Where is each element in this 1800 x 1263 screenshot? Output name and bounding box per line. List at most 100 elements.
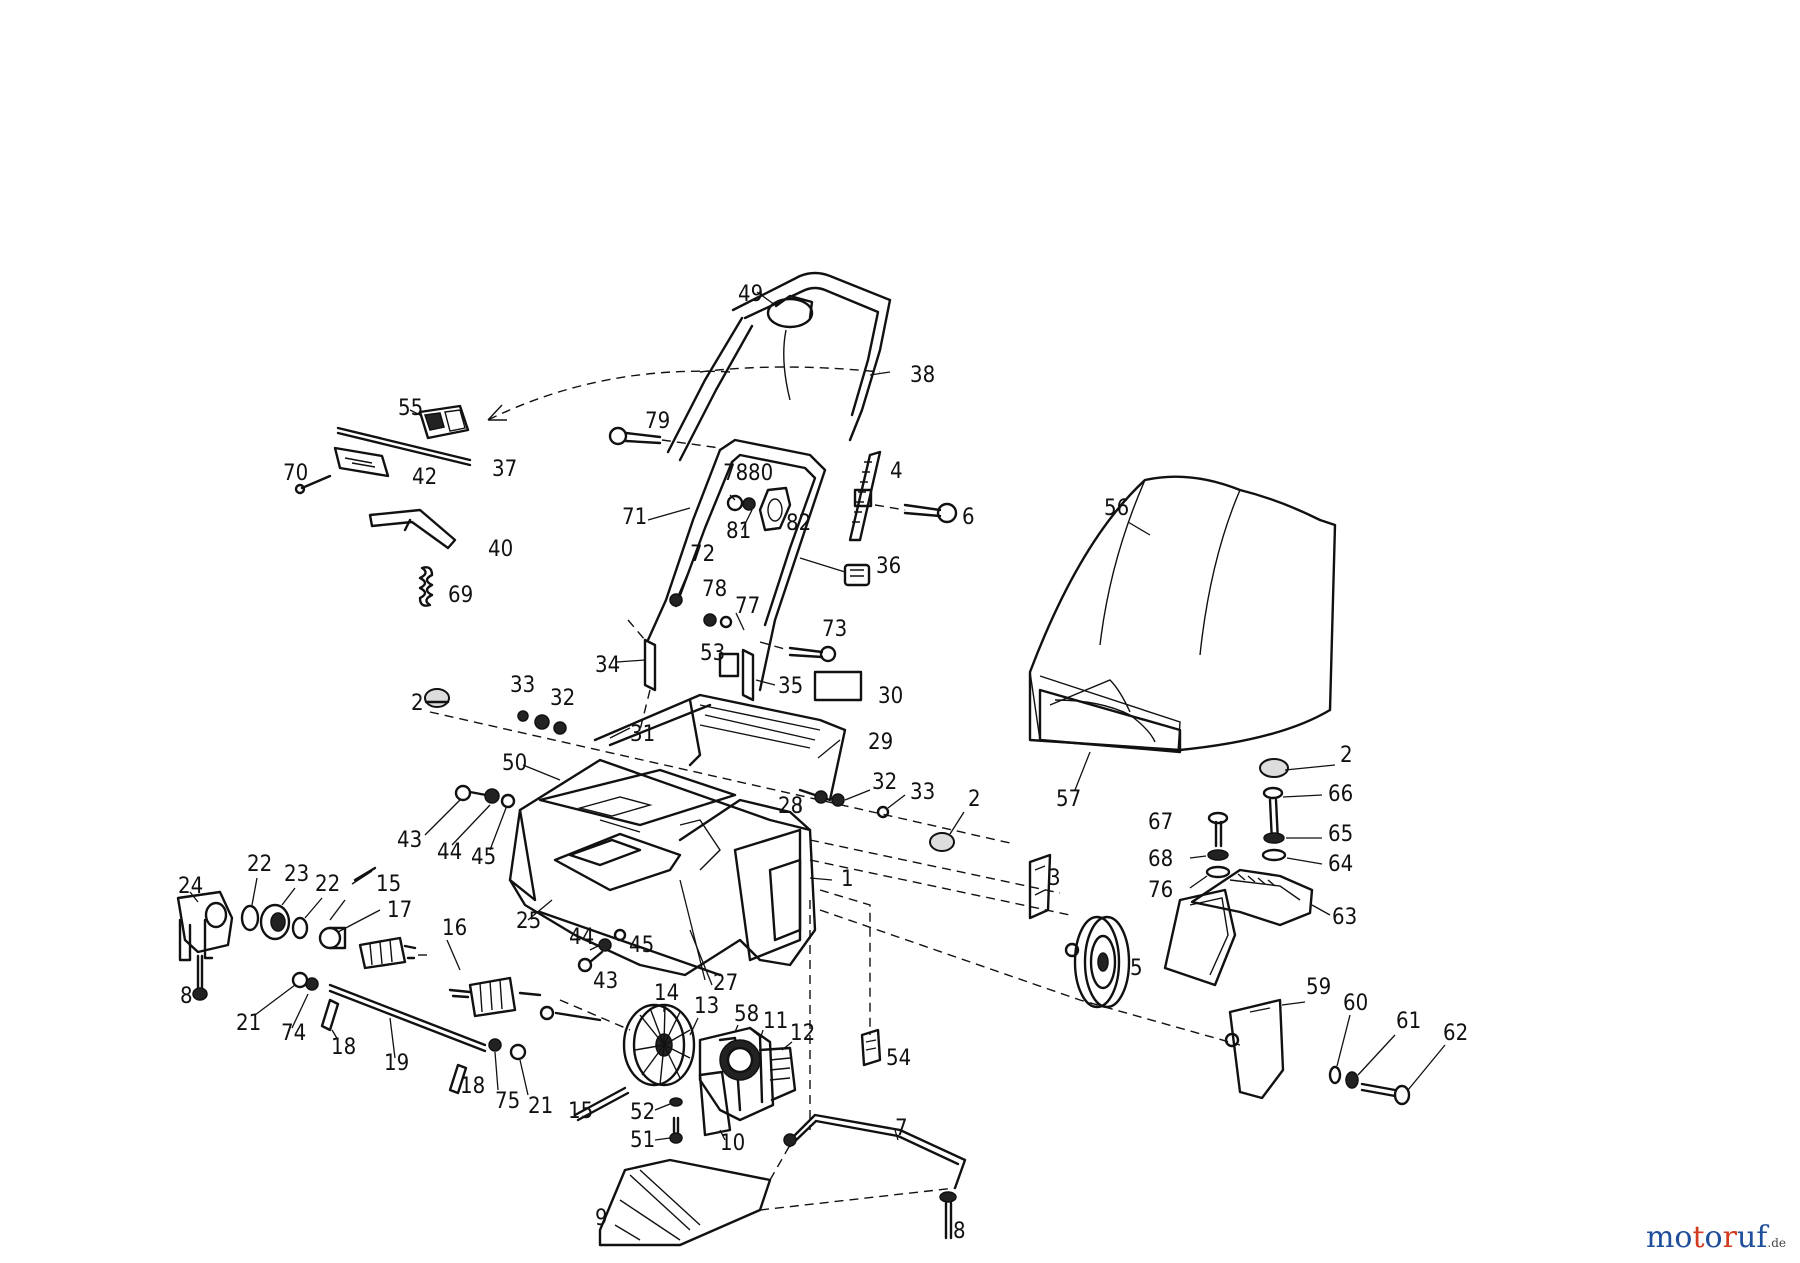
cover-59	[1224, 998, 1285, 1100]
part-label-81: 81	[726, 519, 751, 544]
cap-2-middle	[929, 832, 955, 852]
part-label-35: 35	[778, 674, 803, 699]
nut-65	[1263, 832, 1285, 844]
bolt-43	[454, 784, 488, 802]
assembly-arrow	[487, 370, 731, 421]
part-label-82: 82	[786, 511, 811, 536]
part-label-30: 30	[878, 684, 903, 709]
part-label-60: 60	[1343, 991, 1368, 1016]
ring-22-right	[291, 916, 309, 940]
part-label-49: 49	[738, 282, 763, 307]
washer-81	[742, 497, 756, 511]
part-label-42: 42	[412, 465, 437, 490]
part-label-33: 33	[910, 780, 935, 805]
part-label-54: 54	[886, 1046, 911, 1071]
part-label-63: 63	[1332, 905, 1357, 930]
part-label-61: 61	[1396, 1009, 1421, 1034]
part-label-19: 19	[384, 1051, 409, 1076]
part-label-22: 22	[315, 872, 340, 897]
ring-22-left	[240, 904, 260, 932]
screw-52	[654, 1097, 683, 1111]
part-label-62: 62	[1443, 1021, 1468, 1046]
spring-69	[418, 566, 434, 607]
cable-switch-49	[766, 294, 814, 401]
nut-33-left	[517, 710, 529, 722]
washer-80	[726, 494, 744, 512]
knob-2-right	[1259, 758, 1289, 778]
logo-text: motoruf	[1645, 1220, 1768, 1255]
part-label-78: 78	[702, 577, 727, 602]
part-label-80: 80	[748, 461, 773, 486]
part-label-43: 43	[397, 828, 422, 853]
washer-61	[1345, 1071, 1359, 1089]
part-label-53: 53	[700, 641, 725, 666]
bracket-34	[627, 619, 657, 731]
part-label-43: 43	[593, 969, 618, 994]
axle-line-front	[429, 711, 1011, 844]
switch-box-55	[418, 404, 470, 440]
pin-15-right	[573, 1086, 627, 1117]
part-label-2: 2	[411, 691, 424, 716]
part-label-15: 15	[568, 1099, 593, 1124]
part-label-44: 44	[437, 840, 462, 865]
part-label-72: 72	[690, 542, 715, 567]
pin-18-left	[320, 998, 340, 1032]
pin-15-left	[353, 866, 377, 882]
screw-67	[1207, 811, 1229, 848]
washer-60	[1328, 1065, 1342, 1085]
part-label-70: 70	[283, 461, 308, 486]
part-label-22: 22	[247, 852, 272, 877]
part-label-37: 37	[492, 457, 517, 482]
part-label-11: 11	[763, 1009, 788, 1034]
bracket-3	[1028, 853, 1052, 920]
nut-32-right	[814, 790, 845, 807]
part-label-18: 18	[331, 1035, 356, 1060]
part-label-33: 33	[510, 673, 535, 698]
grass-box-56	[1028, 475, 1337, 754]
label-53	[718, 652, 740, 678]
part-label-34: 34	[595, 653, 620, 678]
part-label-18: 18	[460, 1074, 485, 1099]
washer-45	[500, 793, 516, 809]
washer-64	[1261, 848, 1287, 862]
part-label-56: 56	[1104, 496, 1129, 521]
part-label-28: 28	[778, 794, 803, 819]
bracket-35	[741, 648, 755, 702]
screw-8-left	[192, 954, 208, 1001]
bushing-17	[318, 926, 347, 950]
part-label-69: 69	[448, 583, 473, 608]
nut-21-right	[509, 1043, 527, 1061]
part-label-25: 25	[516, 909, 541, 934]
part-label-79: 79	[645, 409, 670, 434]
part-label-17: 17	[387, 898, 412, 923]
washer-44	[484, 788, 500, 804]
part-label-45: 45	[471, 845, 496, 870]
motoruf-logo: motoruf.de	[1646, 1220, 1786, 1255]
plate-30	[813, 670, 863, 702]
clip-36	[843, 563, 871, 587]
rod-37	[336, 426, 472, 462]
part-label-32: 32	[872, 770, 897, 795]
part-label-21: 21	[528, 1094, 553, 1119]
fan-14	[622, 1003, 696, 1087]
axle-19	[328, 983, 487, 1047]
part-label-12: 12	[790, 1021, 815, 1046]
part-label-14: 14	[654, 981, 679, 1006]
washer-75	[488, 1038, 502, 1052]
part-label-78: 78	[723, 461, 748, 486]
bolt-79	[608, 426, 721, 449]
shaft-16	[358, 936, 428, 970]
part-label-55: 55	[398, 396, 423, 421]
part-label-15: 15	[376, 872, 401, 897]
part-label-44: 44	[569, 925, 594, 950]
washer-76	[1205, 865, 1231, 879]
part-label-8: 8	[953, 1219, 966, 1244]
part-label-1: 1	[841, 867, 854, 892]
part-label-6: 6	[962, 505, 975, 530]
clip-54	[860, 1028, 882, 1067]
upper-handle-38	[666, 271, 892, 462]
deflector-9	[598, 1144, 956, 1247]
part-label-23: 23	[284, 862, 309, 887]
